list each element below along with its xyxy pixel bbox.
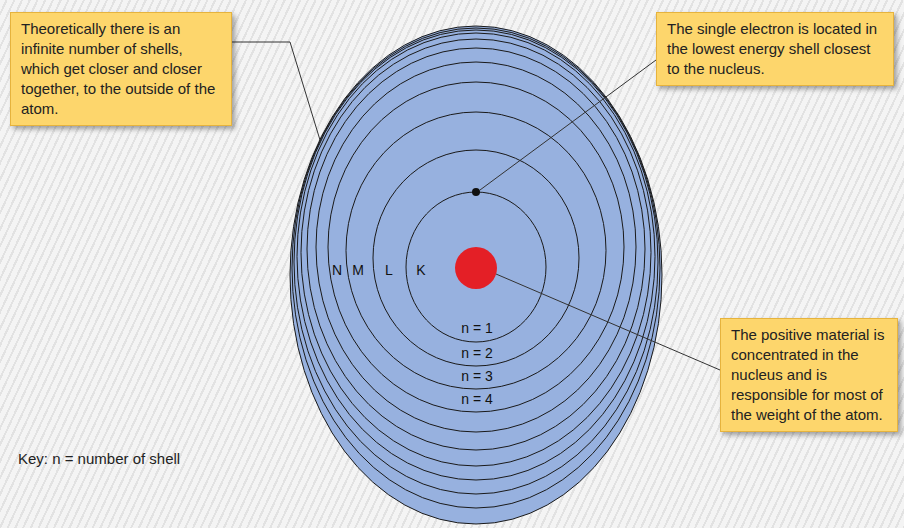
shell-ring [294,30,658,494]
shell-ring [406,192,546,342]
leader-line [480,60,656,190]
leader-line [496,274,720,370]
shell-letter: K [416,262,425,278]
callout-text: The single electron is located in the lo… [667,19,883,79]
shell-ring [297,33,655,480]
shell-rings [292,28,660,508]
key-text: Key: n = number of shell [18,450,180,468]
electron [472,188,480,196]
shell-ring [316,62,636,432]
shell-ring [373,150,579,366]
shell-letter: L [385,262,393,278]
shell-letter: M [352,262,364,278]
callout-box: The positive material is concentrated in… [720,318,898,432]
shell-number: n = 4 [461,391,493,407]
shell-number: n = 1 [461,320,493,336]
atom-outline [290,26,662,524]
callout-box: The single electron is located in the lo… [656,12,894,86]
shell-number: n = 3 [461,368,493,384]
callout-text: Theoretically there is an infinite numbe… [21,19,221,119]
callout-text: The positive material is concentrated in… [731,325,887,425]
shell-letter: N [332,262,342,278]
shell-ring [328,82,624,412]
shell-number: n = 2 [461,345,493,361]
shell-ring [346,112,606,389]
leader-line [232,42,320,140]
shell-ring [307,48,645,450]
nucleus [455,247,497,289]
shell-ring [292,28,660,508]
callout-box: Theoretically there is an infinite numbe… [10,12,232,126]
